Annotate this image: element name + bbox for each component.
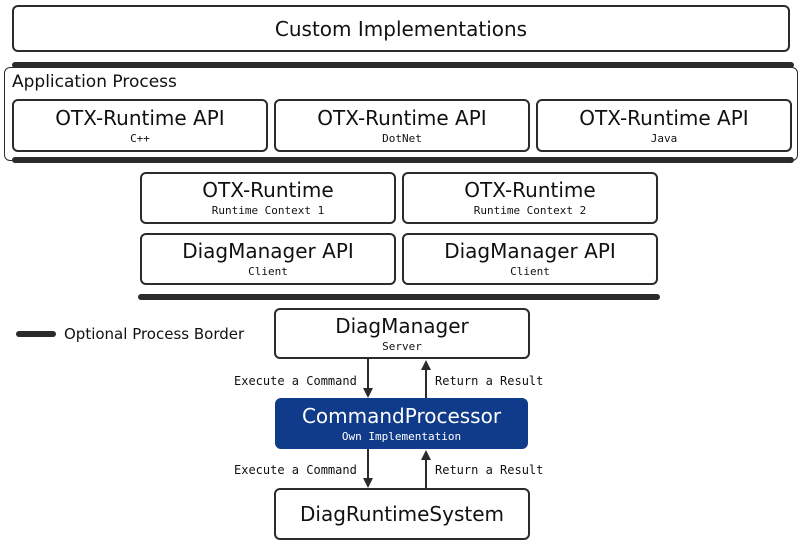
execute-arrow-down-1 bbox=[363, 359, 373, 398]
otx-runtime-api-java-sub: Java bbox=[650, 131, 678, 145]
process-border-top bbox=[12, 62, 794, 68]
otx-runtime-api-cpp-title: OTX-Runtime API bbox=[55, 105, 225, 130]
otx-runtime-2-title: OTX-Runtime bbox=[464, 178, 596, 202]
otx-runtime-api-dotnet-box: OTX-Runtime API DotNet bbox=[274, 99, 530, 152]
diagmanager-api-client-1-sub: Client bbox=[248, 265, 288, 278]
otx-runtime-api-java-box: OTX-Runtime API Java bbox=[536, 99, 792, 152]
command-processor-sub: Own Implementation bbox=[341, 429, 462, 443]
diagmanager-api-client-1-box: DiagManager API Client bbox=[140, 233, 396, 285]
return-arrow-up-2 bbox=[421, 450, 431, 489]
otx-runtime-2-sub: Runtime Context 2 bbox=[473, 204, 587, 217]
diagmanager-api-client-1-title: DiagManager API bbox=[182, 239, 354, 263]
return-result-label-1: Return a Result bbox=[435, 374, 544, 388]
execute-command-label-1: Execute a Command bbox=[234, 374, 357, 388]
custom-implementations-box: Custom Implementations bbox=[12, 5, 790, 52]
otx-runtime-api-dotnet-sub: DotNet bbox=[382, 131, 422, 145]
diagmanager-api-client-2-title: DiagManager API bbox=[444, 239, 616, 263]
diag-runtime-system-box: DiagRuntimeSystem bbox=[274, 488, 530, 540]
otx-runtime-2-box: OTX-Runtime Runtime Context 2 bbox=[402, 172, 658, 224]
application-process-title: Application Process bbox=[12, 72, 177, 92]
return-arrow-up-1 bbox=[421, 360, 431, 399]
diagmanager-api-client-2-sub: Client bbox=[510, 265, 550, 278]
otx-runtime-1-box: OTX-Runtime Runtime Context 1 bbox=[140, 172, 396, 224]
otx-runtime-1-title: OTX-Runtime bbox=[202, 178, 334, 202]
otx-runtime-1-sub: Runtime Context 1 bbox=[211, 204, 325, 217]
otx-runtime-api-dotnet-title: OTX-Runtime API bbox=[317, 105, 487, 130]
otx-runtime-api-cpp-sub: C++ bbox=[130, 131, 150, 145]
execute-command-label-2: Execute a Command bbox=[234, 463, 357, 477]
process-border-application bbox=[12, 157, 794, 163]
legend-label: Optional Process Border bbox=[64, 325, 245, 343]
diagmanager-server-sub: Server bbox=[382, 339, 422, 353]
otx-runtime-api-java-title: OTX-Runtime API bbox=[579, 105, 749, 130]
command-processor-title: CommandProcessor bbox=[301, 403, 502, 428]
legend-border-swatch bbox=[16, 331, 56, 337]
custom-implementations-title: Custom Implementations bbox=[274, 16, 528, 41]
execute-arrow-down-2 bbox=[363, 449, 373, 488]
diagmanager-server-box: DiagManager Server bbox=[274, 308, 530, 359]
otx-runtime-api-cpp-box: OTX-Runtime API C++ bbox=[12, 99, 268, 152]
diagmanager-server-title: DiagManager bbox=[335, 313, 469, 338]
diag-runtime-system-title: DiagRuntimeSystem bbox=[299, 502, 505, 526]
process-border-runtime bbox=[138, 294, 660, 300]
command-processor-box: CommandProcessor Own Implementation bbox=[275, 398, 528, 449]
diagmanager-api-client-2-box: DiagManager API Client bbox=[402, 233, 658, 285]
return-result-label-2: Return a Result bbox=[435, 463, 544, 477]
